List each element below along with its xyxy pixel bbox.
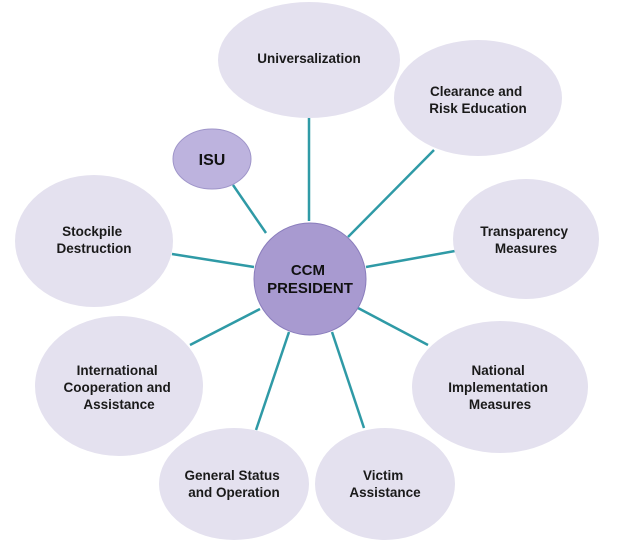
- bubble-international-cooperation-assistance: [35, 316, 203, 456]
- bubble-ccm-president: [253, 222, 367, 336]
- label-universalization: Universalization: [257, 51, 361, 66]
- label-ccm-president: CCM PRESIDENT: [267, 262, 353, 297]
- spoke-national-implementation-measures: [357, 306, 429, 347]
- node-universalization: Universalization: [218, 2, 400, 118]
- label-line: Victim: [363, 468, 403, 483]
- label-line: CCM: [291, 262, 325, 279]
- node-ccm-president: CCM PRESIDENT: [253, 222, 367, 336]
- label-line: Destruction: [56, 241, 131, 256]
- node-international-cooperation-assistance: International Cooperation and Assistance: [35, 316, 203, 456]
- label-line: National: [471, 363, 524, 378]
- spoke-clearance-risk-education: [347, 149, 435, 238]
- label-line: Measures: [469, 397, 531, 412]
- label-stockpile-destruction: Stockpile Destruction: [56, 224, 131, 256]
- label-isu: ISU: [199, 152, 226, 169]
- label-transparency-measures: Transparency Measures: [480, 224, 572, 256]
- label-line: International: [77, 363, 158, 378]
- spoke-international-cooperation-assistance: [189, 307, 261, 347]
- bubble-transparency-measures: [453, 179, 599, 299]
- bubble-isu: [172, 128, 252, 190]
- label-line: Universalization: [257, 51, 361, 66]
- label-line: Measures: [495, 241, 557, 256]
- label-line: and Operation: [188, 485, 280, 500]
- spoke-transparency-measures: [365, 249, 456, 269]
- bubble-clearance-risk-education: [394, 40, 562, 156]
- label-line: Transparency: [480, 224, 568, 239]
- node-national-implementation-measures: National Implementation Measures: [412, 321, 588, 453]
- bubble-stockpile-destruction: [15, 175, 173, 307]
- label-line: General Status: [184, 468, 279, 483]
- node-victim-assistance: Victim Assistance: [315, 428, 455, 540]
- label-line: Clearance and: [430, 84, 522, 99]
- bubble-victim-assistance: [315, 428, 455, 540]
- node-clearance-risk-education: Clearance and Risk Education: [394, 40, 562, 156]
- label-general-status-operation: General Status and Operation: [184, 468, 283, 500]
- node-isu: ISU: [172, 128, 252, 190]
- bubble-national-implementation-measures: [412, 321, 588, 453]
- node-transparency-measures: Transparency Measures: [453, 179, 599, 299]
- label-line: PRESIDENT: [267, 280, 353, 297]
- spoke-isu: [231, 184, 268, 234]
- bubble-universalization: [218, 2, 400, 118]
- label-clearance-risk-education: Clearance and Risk Education: [429, 84, 527, 116]
- spoke-general-status-operation: [254, 331, 291, 431]
- label-line: Risk Education: [429, 101, 527, 116]
- label-international-cooperation-assistance: International Cooperation and Assistance: [63, 363, 174, 412]
- label-line: Implementation: [448, 380, 548, 395]
- spoke-victim-assistance: [330, 331, 366, 429]
- spoke-stockpile-destruction: [171, 252, 255, 269]
- node-general-status-operation: General Status and Operation: [159, 428, 309, 540]
- label-line: ISU: [199, 152, 226, 169]
- bubble-general-status-operation: [159, 428, 309, 540]
- node-stockpile-destruction: Stockpile Destruction: [15, 175, 173, 307]
- label-line: Stockpile: [62, 224, 123, 239]
- label-line: Assistance: [349, 485, 421, 500]
- label-national-implementation-measures: National Implementation Measures: [448, 363, 552, 412]
- spokes: [171, 116, 456, 431]
- label-line: Cooperation and: [63, 380, 170, 395]
- label-victim-assistance: Victim Assistance: [349, 468, 421, 500]
- label-line: Assistance: [83, 397, 155, 412]
